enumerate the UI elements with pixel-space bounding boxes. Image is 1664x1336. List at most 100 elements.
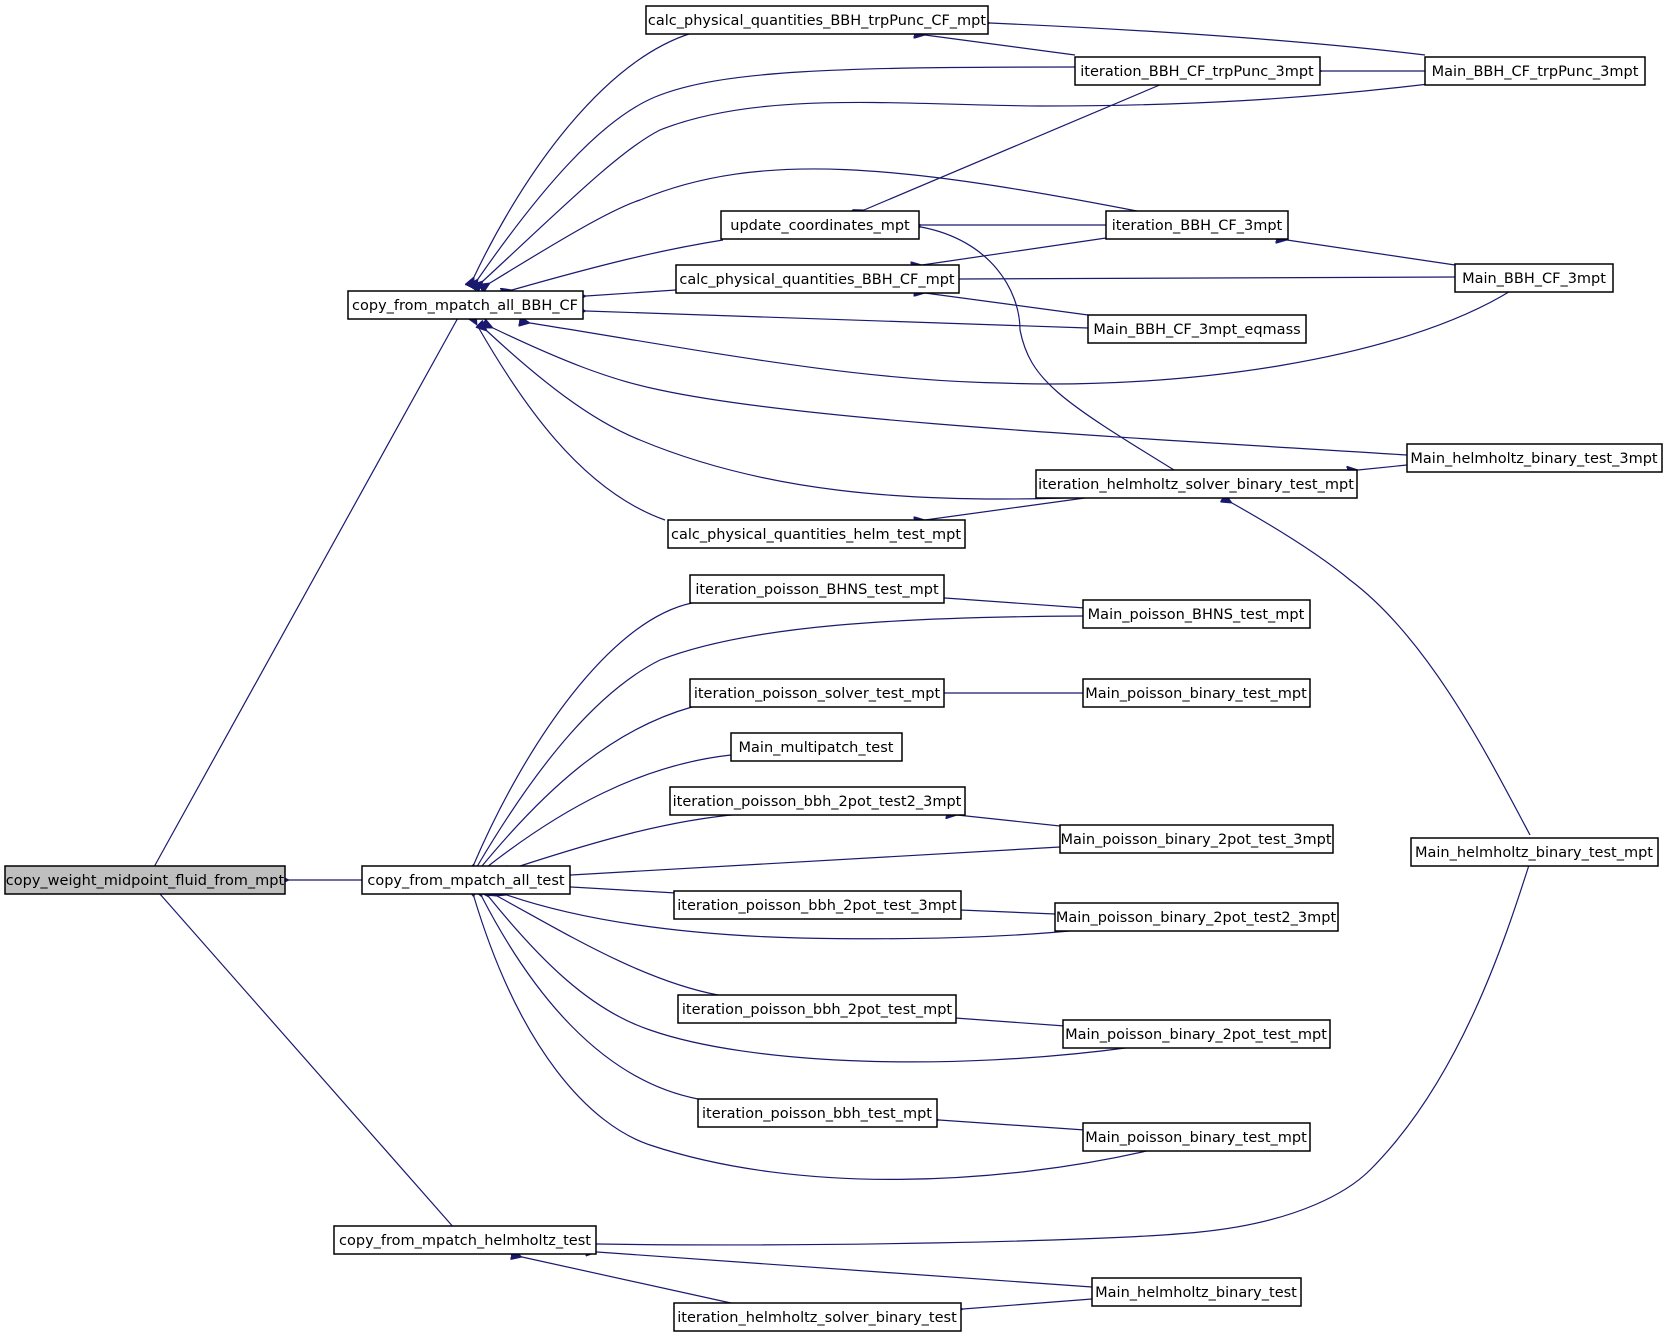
svg-text:iteration_helmholtz_solver_bin: iteration_helmholtz_solver_binary_test	[677, 1310, 957, 1326]
svg-text:copy_from_mpatch_all_test: copy_from_mpatch_all_test	[367, 873, 565, 889]
edge-it_trp-upd	[864, 83, 1163, 210]
node-calc-physical-quantities-bbh-cf-mpt[interactable]: calc_physical_quantities_BBH_CF_mpt	[675, 264, 960, 294]
svg-text:copy_from_mpatch_helmholtz_tes: copy_from_mpatch_helmholtz_test	[339, 1233, 591, 1249]
edge-main_bhns-it_bhns	[945, 598, 1086, 609]
edge-calc_bbh-cf_bbh	[586, 289, 677, 296]
node-main-multipatch-test[interactable]: Main_multipatch_test	[730, 732, 903, 762]
edge-main_bbh3-calc_bbh	[960, 277, 1456, 279]
edge-main_helm_mpt-it_helm_mpt	[1232, 503, 1531, 836]
node-main-poisson-bhns-test-mpt[interactable]: Main_poisson_BHNS_test_mpt	[1082, 599, 1311, 629]
node-main-helmholtz-binary-test-mpt[interactable]: Main_helmholtz_binary_test_mpt	[1410, 837, 1659, 867]
edge-it_solver-cf_test	[482, 706, 693, 866]
node-iteration-poisson-bbh-test-mpt[interactable]: iteration_poisson_bbh_test_mpt	[697, 1098, 938, 1128]
node-main-poisson-binary-2pot-test-3mpt[interactable]: Main_poisson_binary_2pot_test_3mpt	[1059, 824, 1334, 854]
svg-text:Main_poisson_binary_2pot_test_: Main_poisson_binary_2pot_test_3mpt	[1060, 832, 1331, 848]
edge-main_2pot_t2-cf_test	[507, 895, 1081, 940]
svg-text:Main_BBH_CF_3mpt: Main_BBH_CF_3mpt	[1462, 271, 1606, 287]
edge-main_pbin_b-it_bbh	[939, 1120, 1086, 1131]
edge-main_helm-it_helm	[963, 1298, 1093, 1309]
edges	[154, 23, 1531, 1309]
edge-calc_trp-cf_bbh	[474, 32, 693, 277]
edge-main_eq-cf_bbh	[586, 311, 1089, 329]
node-copy-from-mpatch-all-bbh-cf[interactable]: copy_from_mpatch_all_BBH_CF	[347, 290, 584, 320]
svg-text:iteration_BBH_CF_trpPunc_3mpt: iteration_BBH_CF_trpPunc_3mpt	[1080, 64, 1314, 80]
svg-text:Main_helmholtz_binary_test_3mp: Main_helmholtz_binary_test_3mpt	[1410, 451, 1658, 467]
node-main-bbh-cf-3mpt-eqmass[interactable]: Main_BBH_CF_3mpt_eqmass	[1087, 314, 1307, 344]
edge-main_helm-cf_helm	[597, 1252, 1093, 1288]
edge-it_bbh-cf_test	[482, 897, 699, 1100]
edge-it_2pot-cf_test	[497, 896, 719, 996]
node-iteration-poisson-bbh-2pot-test-mpt[interactable]: iteration_poisson_bbh_2pot_test_mpt	[677, 994, 957, 1024]
svg-text:update_coordinates_mpt: update_coordinates_mpt	[730, 218, 910, 234]
node-update-coordinates-mpt[interactable]: update_coordinates_mpt	[720, 210, 920, 240]
svg-text:Main_helmholtz_binary_test_mpt: Main_helmholtz_binary_test_mpt	[1415, 845, 1653, 861]
edge-it_2pot3-cf_test	[571, 887, 677, 894]
node-copy-weight-midpoint-fluid-from-mpt[interactable]: copy_weight_midpoint_fluid_from_mpt	[4, 865, 286, 895]
node-main-bbh-cf-3mpt[interactable]: Main_BBH_CF_3mpt	[1454, 263, 1614, 293]
node-iteration-poisson-bbh-2pot-test-3mpt[interactable]: iteration_poisson_bbh_2pot_test_3mpt	[673, 890, 962, 920]
edge-it_helm-cf_helm	[522, 1257, 741, 1306]
svg-text:Main_poisson_binary_2pot_test2: Main_poisson_binary_2pot_test2_3mpt	[1056, 910, 1337, 926]
node-main-helmholtz-binary-test-3mpt[interactable]: Main_helmholtz_binary_test_3mpt	[1406, 443, 1663, 473]
edge-it_trp-calc_trp	[925, 35, 1076, 56]
edge-main_helm_mpt-cf_helm	[597, 861, 1531, 1245]
node-iteration-bbh-cf-trppunc-3mpt[interactable]: iteration_BBH_CF_trpPunc_3mpt	[1074, 56, 1321, 86]
edge-main_2pot3-cf_test	[571, 846, 1061, 875]
svg-text:iteration_poisson_BHNS_test_mp: iteration_poisson_BHNS_test_mpt	[695, 582, 939, 598]
edge-main_multi-cf_test	[487, 754, 732, 867]
node-iteration-bbh-cf-3mpt[interactable]: iteration_BBH_CF_3mpt	[1105, 210, 1289, 240]
node-iteration-poisson-solver-test-mpt[interactable]: iteration_poisson_solver_test_mpt	[689, 678, 945, 708]
svg-text:iteration_helmholtz_solver_bin: iteration_helmholtz_solver_binary_test_m…	[1038, 477, 1354, 493]
node-main-bbh-cf-trppunc-3mpt[interactable]: Main_BBH_CF_trpPunc_3mpt	[1424, 56, 1646, 86]
svg-text:iteration_poisson_bbh_2pot_tes: iteration_poisson_bbh_2pot_test_mpt	[682, 1002, 953, 1018]
svg-text:iteration_poisson_bbh_test_mpt: iteration_poisson_bbh_test_mpt	[702, 1106, 932, 1122]
node-iteration-helmholtz-solver-binary-test[interactable]: iteration_helmholtz_solver_binary_test	[673, 1302, 962, 1332]
svg-text:iteration_poisson_solver_test_: iteration_poisson_solver_test_mpt	[694, 686, 941, 702]
node-iteration-helmholtz-solver-binary-test-mpt[interactable]: iteration_helmholtz_solver_binary_test_m…	[1035, 469, 1358, 499]
edge-cf_helm-copy_weight	[160, 894, 456, 1230]
svg-text:Main_BBH_CF_3mpt_eqmass: Main_BBH_CF_3mpt_eqmass	[1093, 322, 1300, 338]
node-copy-from-mpatch-helmholtz-test[interactable]: copy_from_mpatch_helmholtz_test	[333, 1225, 597, 1255]
edge-it_bbh3-calc_bbh	[922, 237, 1107, 265]
svg-text:calc_physical_quantities_helm_: calc_physical_quantities_helm_test_mpt	[671, 527, 961, 543]
svg-text:Main_poisson_binary_test_mpt: Main_poisson_binary_test_mpt	[1085, 686, 1307, 702]
edge-calc_helm-cf_bbh	[477, 325, 666, 521]
edge-main_trp-calc_trp	[990, 23, 1426, 56]
node-main-helmholtz-binary-test[interactable]: Main_helmholtz_binary_test	[1091, 1277, 1302, 1307]
edge-upd-cf_bbh	[512, 239, 724, 290]
node-iteration-poisson-bbh-2pot-test2-3mpt[interactable]: iteration_poisson_bbh_2pot_test2_3mpt	[669, 786, 966, 816]
svg-text:copy_weight_midpoint_fluid_fro: copy_weight_midpoint_fluid_from_mpt	[6, 873, 285, 889]
svg-text:copy_from_mpatch_all_BBH_CF: copy_from_mpatch_all_BBH_CF	[352, 298, 578, 314]
svg-text:iteration_poisson_bbh_2pot_tes: iteration_poisson_bbh_2pot_test2_3mpt	[673, 794, 962, 810]
svg-text:calc_physical_quantities_BBH_t: calc_physical_quantities_BBH_trpPunc_CF_…	[648, 13, 986, 29]
node-iteration-poisson-bhns-test-mpt[interactable]: iteration_poisson_BHNS_test_mpt	[689, 574, 945, 604]
nodes: copy_weight_midpoint_fluid_from_mpt copy…	[4, 5, 1663, 1332]
edge-main_bhns-cf_test	[478, 615, 1086, 865]
svg-text:Main_multipatch_test: Main_multipatch_test	[739, 740, 894, 756]
edge-main_pbin_b-cf_test	[474, 897, 1152, 1180]
svg-text:Main_BBH_CF_trpPunc_3mpt: Main_BBH_CF_trpPunc_3mpt	[1432, 64, 1639, 80]
node-calc-physical-quantities-helm-test-mpt[interactable]: calc_physical_quantities_helm_test_mpt	[667, 519, 966, 549]
edge-main_helm3-it_helm_mpt	[1358, 464, 1408, 470]
node-calc-physical-quantities-bbh-trppunc-cf-mpt[interactable]: calc_physical_quantities_BBH_trpPunc_CF_…	[645, 5, 989, 35]
node-main-poisson-binary-2pot-test-mpt[interactable]: Main_poisson_binary_2pot_test_mpt	[1062, 1019, 1331, 1049]
edge-main_2pot_t2-it_2pot3	[960, 910, 1056, 914]
edge-main_bbh3-cf_bbh	[530, 289, 1513, 385]
edge-main_eq-calc_bbh	[925, 293, 1089, 316]
node-main-poisson-binary-test-mpt-b[interactable]: Main_poisson_binary_test_mpt	[1082, 1122, 1311, 1152]
edge-it_bbh3-cf_bbh	[490, 168, 1143, 283]
svg-text:Main_poisson_binary_test_mpt: Main_poisson_binary_test_mpt	[1085, 1130, 1307, 1146]
edge-main_2pot3-it_2pot_t2	[957, 815, 1061, 827]
node-main-poisson-binary-test-mpt-a[interactable]: Main_poisson_binary_test_mpt	[1082, 678, 1311, 708]
edge-main_bbh3-it_bbh3	[1287, 240, 1456, 266]
edge-it_helm_mpt-upd	[921, 227, 1175, 471]
edge-main_2pot-cf_test	[489, 897, 1134, 1063]
svg-text:iteration_BBH_CF_3mpt: iteration_BBH_CF_3mpt	[1112, 218, 1283, 234]
node-copy-from-mpatch-all-test[interactable]: copy_from_mpatch_all_test	[361, 865, 571, 895]
edge-main_trp-cf_bbh	[483, 81, 1446, 281]
node-main-poisson-binary-2pot-test2-3mpt[interactable]: Main_poisson_binary_2pot_test2_3mpt	[1054, 902, 1339, 932]
svg-text:Main_helmholtz_binary_test: Main_helmholtz_binary_test	[1095, 1285, 1297, 1301]
svg-text:Main_poisson_binary_2pot_test_: Main_poisson_binary_2pot_test_mpt	[1065, 1027, 1327, 1043]
edge-it_bhns-cf_test	[474, 602, 693, 864]
